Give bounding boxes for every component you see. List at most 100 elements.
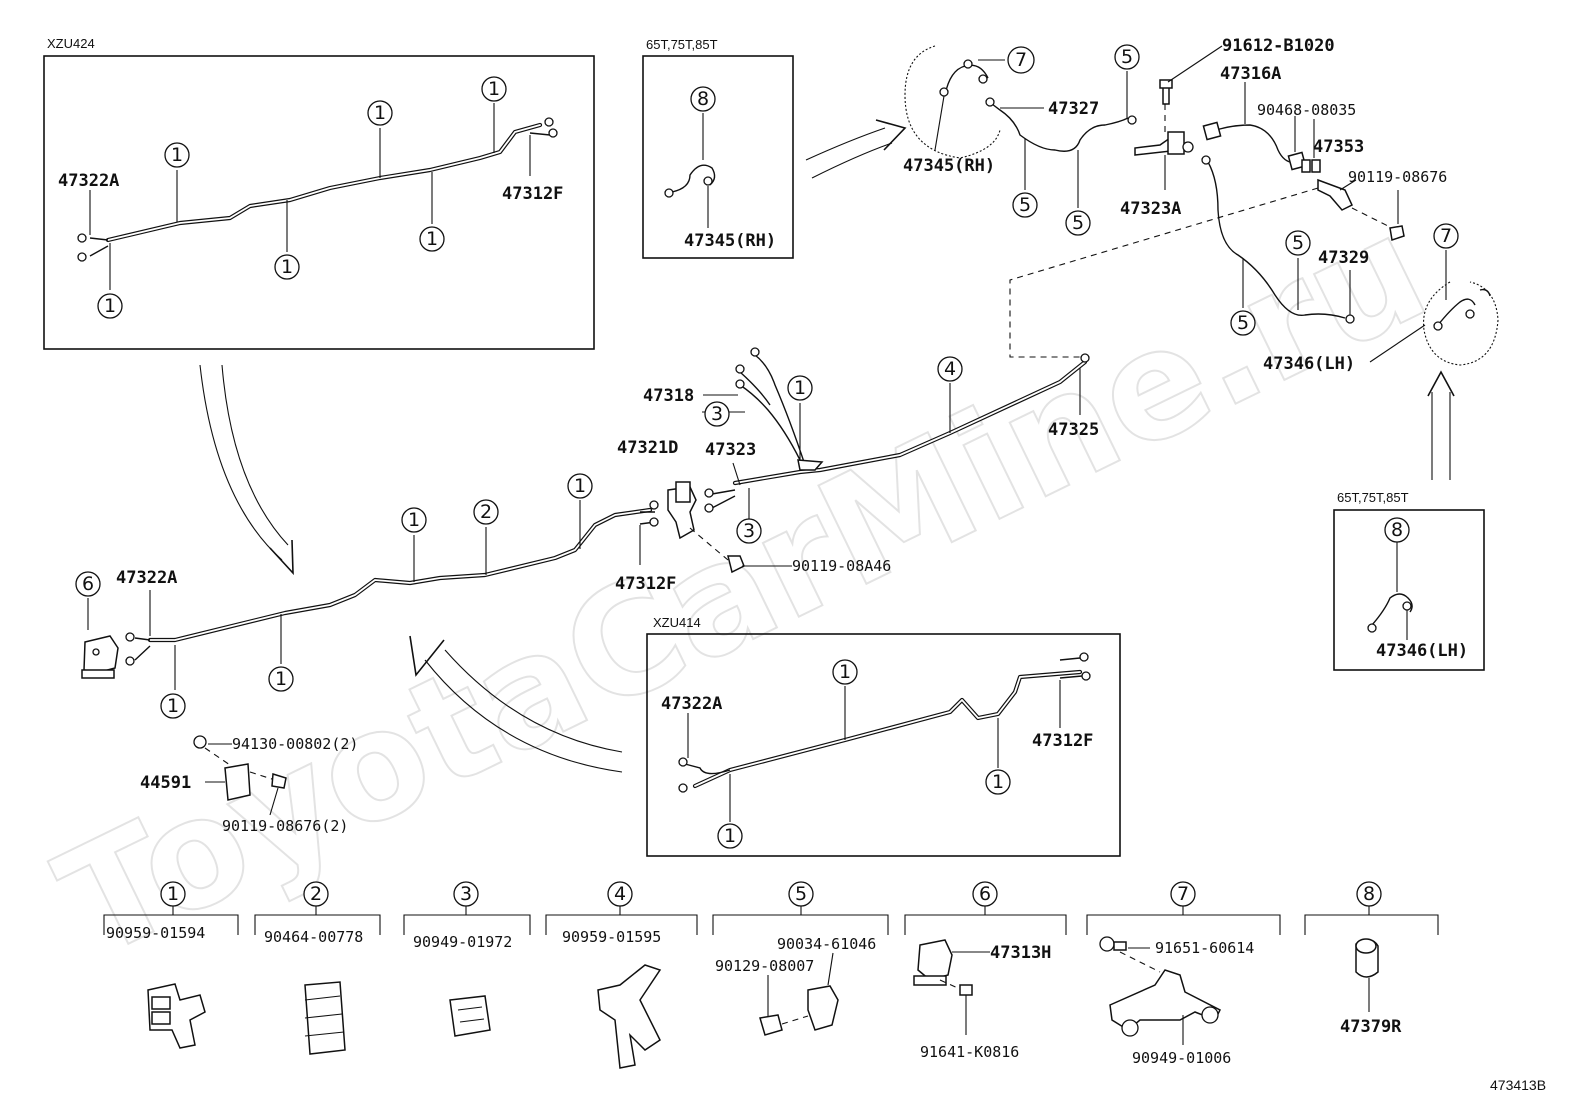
arrow-lh-box-to-detail [1427,370,1455,480]
legend-item-8: 8 47379R [1304,881,1439,1037]
svg-text:2: 2 [480,501,492,523]
valve-6: 6 [75,571,119,679]
part-47327: 47327 [1048,99,1099,119]
svg-text:1: 1 [167,883,179,905]
rh-detail-circle: 7 47345(RH) [903,45,1035,176]
svg-text:1: 1 [171,144,183,166]
part-90119-08676-top: 90119-08676 [1348,168,1447,186]
part-47345RH: 47345(RH) [903,156,995,176]
svg-text:1: 1 [374,102,386,124]
legend-item-5: 5 90034-61046 90129-08007 [712,881,889,1036]
svg-text:1: 1 [574,475,586,497]
svg-text:3: 3 [711,403,723,425]
flex-hose-47316A: 47316A 90468-08035 47353 90119-08676 [1202,64,1447,241]
legend-item-1: 1 90959-01594 [103,881,239,1049]
variant-label-xzu414: XZU414 [653,615,701,630]
svg-text:7: 7 [1177,883,1189,905]
part-47345RH-box: 47345(RH) [684,231,776,251]
part-47312F-main: 47312F [615,574,676,594]
svg-text:1: 1 [275,668,287,690]
part-47346LH: 47346(LH) [1263,354,1355,374]
svg-text:5: 5 [1072,212,1084,234]
svg-text:6: 6 [979,883,991,905]
svg-text:6: 6 [82,573,94,595]
diagram-reference-code: 473413B [1490,1077,1546,1093]
junction-bracket-47323A: 91612-B1020 47323A [1120,36,1335,219]
bracket-44591: 94130-00802(2) 44591 90119-08676(2) [140,735,358,835]
svg-text:5: 5 [1237,312,1249,334]
variant-label-xzu424: XZU424 [47,36,95,51]
svg-text:1: 1 [104,295,116,317]
svg-text:1: 1 [724,825,736,847]
svg-text:8: 8 [1363,883,1375,905]
legend-part-47313H: 47313H [990,943,1051,963]
svg-text:1: 1 [794,377,806,399]
legend-part-91641-K0816: 91641-K0816 [920,1043,1019,1061]
part-47322A-xzu414: 47322A [661,694,722,714]
svg-text:5: 5 [1292,232,1304,254]
svg-text:3: 3 [460,883,472,905]
legend-part-90949-01972: 90949-01972 [413,933,512,951]
svg-text:1: 1 [408,509,420,531]
main-brake-tube: 1 1 1 2 1 4 1 3 3 47322A 47312F 47318 47… [87,347,1099,719]
rear-tube-rh: 47327 5 5 5 [985,44,1140,236]
part-47323: 47323 [705,440,756,460]
tonnage-box-rh: 65T,75T,85T 8 47345(RH) [642,37,794,259]
xzu414-box: XZU414 1 1 1 47322A 47312F [646,615,1121,857]
legend-item-7: 7 91651-60614 90949-01006 [1086,881,1281,1067]
part-90119-08A46: 90119-08A46 [792,557,891,575]
svg-text:1: 1 [992,771,1004,793]
xzu424-clip-callouts: 1 1 1 1 1 1 [97,76,507,319]
part-47346LH-box: 47346(LH) [1376,641,1468,661]
legend-part-90034-61046: 90034-61046 [777,935,876,953]
part-47329: 47329 [1318,248,1369,268]
legend-part-90959-01595: 90959-01595 [562,928,661,946]
arrow-to-rh-detail [805,119,907,179]
svg-text:2: 2 [310,883,322,905]
svg-text:4: 4 [614,883,626,905]
part-91612-B1020: 91612-B1020 [1222,36,1335,56]
part-90468-08035: 90468-08035 [1257,101,1356,119]
tonnage-box-lh: 65T,75T,85T 8 47346(LH) [1333,490,1485,671]
legend-part-90959-01594: 90959-01594 [106,924,205,942]
part-44591: 44591 [140,773,191,793]
watermark: ToyotaCarMine.ru [35,182,1452,992]
part-47321D: 47321D [617,438,678,458]
dashed-link [1009,187,1319,358]
svg-text:1: 1 [488,78,500,100]
arrow-xzu424-to-main [199,364,294,576]
svg-text:1: 1 [281,256,293,278]
legend-row: 1 90959-01594 2 90464-00778 3 90949-0197… [103,881,1439,1069]
svg-text:1: 1 [167,695,179,717]
legend-item-6: 6 47313H 91641-K0816 [904,881,1067,1061]
legend-part-90949-01006: 90949-01006 [1132,1049,1231,1067]
rear-tube-lh: 5 5 47329 [1201,155,1369,336]
part-47325: 47325 [1048,420,1099,440]
svg-text:5: 5 [1121,46,1133,68]
part-47316A: 47316A [1220,64,1281,84]
arrow-xzu414-to-main [409,635,623,773]
part-47323A: 47323A [1120,199,1181,219]
legend-item-4: 4 90959-01595 [545,881,698,1069]
part-47353: 47353 [1313,137,1364,157]
svg-text:8: 8 [1391,519,1403,541]
xzu424-box: XZU424 1 1 1 1 1 1 47322A 47312F [43,36,595,350]
svg-text:3: 3 [743,520,755,542]
svg-text:8: 8 [697,88,709,110]
part-90119-08676-2: 90119-08676(2) [222,817,348,835]
part-47312F-xzu424: 47312F [502,184,563,204]
variant-label-tonnage-lh: 65T,75T,85T [1337,490,1409,505]
lh-detail-circle: 7 47346(LH) [1263,223,1499,374]
part-47322A-main: 47322A [116,568,177,588]
svg-text:4: 4 [944,358,956,380]
svg-text:5: 5 [795,883,807,905]
legend-part-47379R: 47379R [1340,1017,1402,1037]
legend-part-91651-60614: 91651-60614 [1155,939,1254,957]
svg-text:7: 7 [1015,49,1027,71]
svg-text:5: 5 [1019,194,1031,216]
svg-text:1: 1 [426,228,438,250]
legend-part-90129-08007: 90129-08007 [715,957,814,975]
svg-text:1: 1 [839,661,851,683]
legend-part-90464-00778: 90464-00778 [264,928,363,946]
